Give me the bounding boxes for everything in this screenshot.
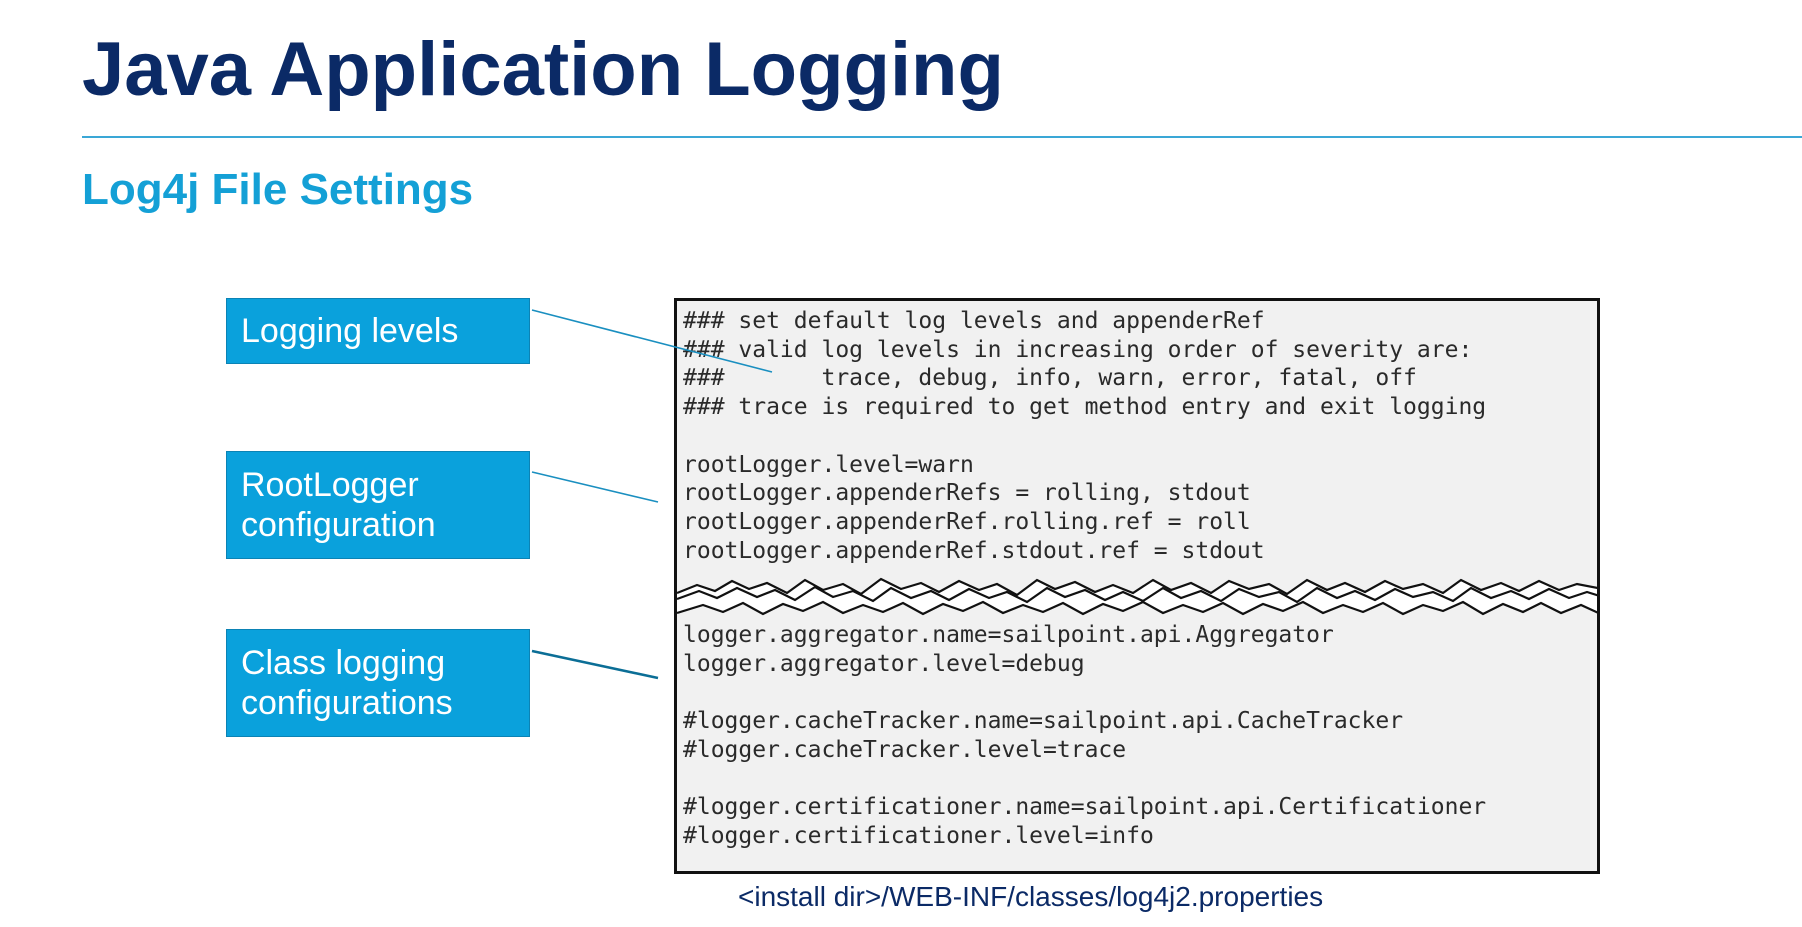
title-divider: [82, 136, 1802, 138]
torn-edge-separator: [677, 577, 1597, 616]
connector-rootlogger: [531, 471, 659, 503]
slide-title: Java Application Logging: [82, 27, 1004, 112]
code-block-root-logger: ### set default log levels and appenderR…: [683, 308, 1487, 564]
connector-class-logging: [531, 649, 659, 680]
callout-class-logging-configurations: Class logging configurations: [226, 629, 530, 737]
callout-rootlogger-line1: RootLogger: [241, 466, 419, 504]
callout-class-logging-line2: configurations: [241, 684, 453, 722]
callout-rootlogger-line2: configuration: [241, 506, 436, 544]
properties-file-path: <install dir>/WEB-INF/classes/log4j2.pro…: [738, 881, 1324, 912]
callout-logging-levels-label: Logging levels: [241, 312, 459, 350]
code-block-class-loggers: logger.aggregator.name=sailpoint.api.Agg…: [683, 622, 1487, 849]
slide-subtitle: Log4j File Settings: [82, 165, 474, 214]
callout-logging-levels: Logging levels: [226, 298, 530, 364]
properties-file-excerpt: ### set default log levels and appenderR…: [674, 298, 1600, 874]
callout-class-logging-line1: Class logging: [241, 644, 446, 682]
callout-rootlogger-configuration: RootLogger configuration: [226, 451, 530, 559]
